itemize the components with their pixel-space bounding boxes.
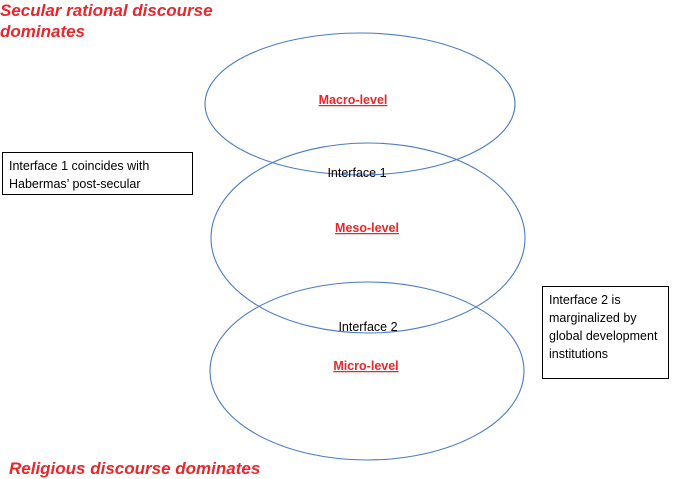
macro-level-label: Macro-level bbox=[319, 93, 388, 107]
interface-1-note: Interface 1 coincides with Habermas’ pos… bbox=[2, 152, 193, 195]
macro-level-ellipse bbox=[204, 32, 516, 176]
interface-2-note: Interface 2 is marginalized by global de… bbox=[542, 286, 669, 379]
micro-level-ellipse bbox=[209, 281, 525, 461]
meso-level-label: Meso-level bbox=[335, 221, 399, 235]
interface-1-label: Interface 1 bbox=[327, 166, 386, 180]
secular-discourse-heading: Secular rational discourse dominates bbox=[0, 1, 213, 41]
interface-2-label: Interface 2 bbox=[338, 320, 397, 334]
micro-level-label: Micro-level bbox=[333, 359, 398, 373]
religious-discourse-heading: Religious discourse dominates bbox=[9, 459, 261, 478]
meso-level-ellipse bbox=[210, 142, 526, 334]
